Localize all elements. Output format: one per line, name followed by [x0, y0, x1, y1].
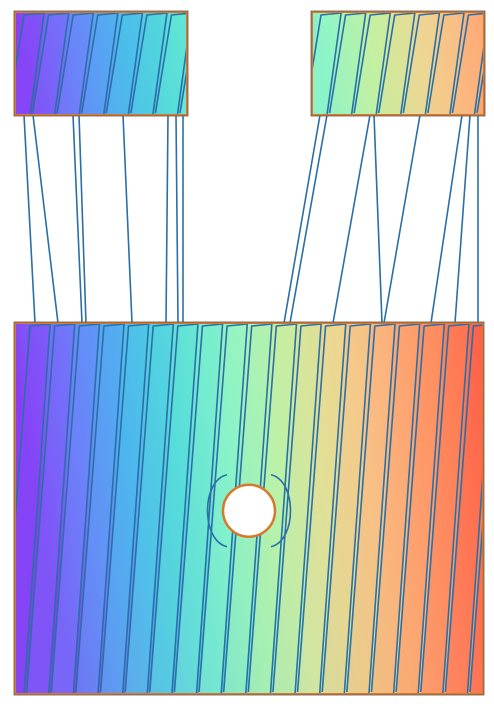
- inset-right-frame: [311, 11, 485, 116]
- main-plate-contour-band: [371, 323, 421, 694]
- main-plate-contour-line: [173, 323, 224, 694]
- main-plate-contour-band: [396, 323, 445, 694]
- connector-line: [72, 114, 83, 324]
- inset-right-contour-line: [451, 12, 484, 115]
- inset-left-contour-line: [80, 12, 119, 115]
- inset-right-contour-band: [403, 12, 440, 115]
- connector-line: [32, 114, 59, 324]
- inset-left-contour-band: [15, 12, 45, 115]
- inset-left-outline: [13, 10, 189, 117]
- main-plate-contour-band: [125, 323, 174, 694]
- inset-left-contour-band: [57, 12, 94, 115]
- main-plate-contour-band: [174, 323, 224, 694]
- main-plate-contour-line: [395, 323, 446, 694]
- main-plate-contour-band: [297, 323, 347, 694]
- inset-left-contour-band: [155, 12, 187, 115]
- inset-right-contour-band: [378, 12, 416, 115]
- main-plate-frame: [14, 322, 484, 695]
- main-plate-contour-band: [346, 323, 396, 694]
- inset-left-contour-line: [31, 12, 70, 115]
- main-plate-contour-line: [419, 323, 470, 694]
- hole-stress-contour: [206, 473, 292, 548]
- main-plate-contour-line: [444, 324, 483, 694]
- main-plate-contour-band: [26, 323, 76, 694]
- main-plate-contour-band: [149, 323, 199, 694]
- main-plate-contour-line: [296, 323, 347, 694]
- main-plate-outline: [13, 321, 485, 696]
- inset-left-contour-line: [154, 12, 187, 115]
- inset-left-frame: [14, 11, 188, 116]
- connector-line: [383, 114, 421, 324]
- inset-right-contour-band: [312, 12, 342, 115]
- connector-line: [122, 114, 133, 324]
- main-plate-contour-line: [370, 323, 421, 694]
- main-plate-panel: [13, 321, 485, 696]
- connector-line: [332, 114, 371, 324]
- inset-right-contour-line: [427, 12, 465, 115]
- inset-right-contour-line: [328, 12, 367, 115]
- main-plate-contour-band: [100, 323, 150, 694]
- inset-right-contour-line: [402, 12, 441, 115]
- inset-left-panel: [13, 10, 189, 117]
- inset-left-contour-band: [106, 12, 143, 115]
- inset-right-contour-line: [377, 12, 416, 115]
- inset-right-contour-band: [452, 12, 484, 115]
- connector-line: [23, 114, 36, 324]
- circular-hole: [221, 483, 277, 538]
- main-plate-contour-line: [272, 323, 322, 694]
- main-plate-contour-line: [99, 323, 150, 694]
- main-plate-contour-band: [75, 323, 125, 694]
- connector-line: [283, 114, 321, 324]
- inset-right-contour-band: [427, 12, 465, 115]
- main-plate-contour-line: [25, 323, 76, 694]
- connector-line: [78, 114, 87, 324]
- inset-left-contour-band: [32, 12, 70, 115]
- main-plate-contour-band: [322, 323, 371, 694]
- inset-left-contour-band: [130, 12, 168, 115]
- inset-right-contour-band: [329, 12, 367, 115]
- connector-line: [289, 114, 328, 324]
- inset-left-contour-band: [81, 12, 119, 115]
- connector-lines: [23, 114, 479, 324]
- main-plate-contour-band: [420, 323, 470, 694]
- main-plate-contour-line: [148, 323, 199, 694]
- inset-left-contour-line: [56, 12, 95, 115]
- connector-line: [373, 114, 383, 324]
- main-plate-contour-band: [51, 323, 100, 694]
- main-plate-contour-band: [272, 323, 322, 694]
- inset-right-contour-band: [354, 12, 391, 115]
- inset-right-panel: [310, 10, 486, 117]
- main-plate-contour-line: [75, 323, 125, 694]
- inset-left-contour-line: [105, 12, 144, 115]
- inset-left-contour-line: [130, 12, 168, 115]
- connector-line: [430, 114, 463, 324]
- connector-line: [454, 114, 471, 324]
- connector-line: [175, 114, 179, 324]
- inset-right-contour-line: [353, 12, 392, 115]
- main-plate-contour-line: [321, 323, 372, 694]
- main-plate-contour-line: [124, 323, 175, 694]
- inset-right-outline: [310, 10, 486, 117]
- main-plate-contour-line: [50, 323, 101, 694]
- main-plate-contour-line: [346, 323, 396, 694]
- connector-line: [165, 114, 169, 324]
